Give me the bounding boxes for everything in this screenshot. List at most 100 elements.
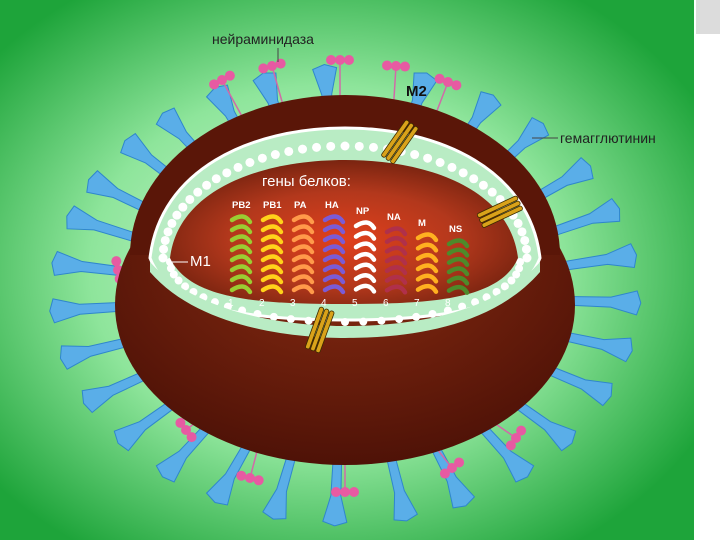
lipid-bead xyxy=(286,315,295,324)
m2-channel xyxy=(476,195,523,228)
lipid-bead xyxy=(368,142,378,152)
m2-channel xyxy=(305,306,335,354)
lipid-bead xyxy=(492,288,501,296)
neuraminidase-head xyxy=(111,256,122,267)
m2-channel xyxy=(381,119,419,164)
lipid-bead xyxy=(512,270,521,279)
lipid-bead xyxy=(471,298,480,307)
lipid-bead xyxy=(522,253,532,263)
m1-matrix-strip xyxy=(150,262,540,338)
right-margin xyxy=(694,0,720,540)
gene-number: 6 xyxy=(383,298,389,309)
gene-segment-m xyxy=(415,232,439,294)
neuraminidase-head xyxy=(443,77,453,87)
lipid-bead xyxy=(178,202,188,212)
gene-segment-ha xyxy=(322,214,346,295)
neuraminidase-head xyxy=(516,425,527,436)
gene-segment-pa xyxy=(291,214,315,295)
lipid-bead xyxy=(181,282,190,291)
gene-segment-pb1 xyxy=(260,214,284,295)
gene-label: NA xyxy=(387,212,401,223)
gene-number: 2 xyxy=(259,298,265,309)
lipid-bead xyxy=(269,312,278,321)
lipid-bead xyxy=(395,315,404,324)
lipid-bead xyxy=(211,174,221,184)
m2-channel-group xyxy=(305,119,523,354)
lipid-bead xyxy=(253,309,262,318)
protein-genes-label: гены белков: xyxy=(262,173,351,190)
gene-segment-na xyxy=(384,226,408,295)
lipid-bead xyxy=(354,141,364,151)
gene-label: HA xyxy=(325,200,339,211)
lipid-bead xyxy=(326,141,336,151)
neuraminidase-head xyxy=(391,61,401,71)
gene-label: PB2 xyxy=(232,200,250,211)
gene-segment-ns xyxy=(446,238,470,295)
neuraminidase-head xyxy=(236,470,247,481)
gene-number: 3 xyxy=(290,298,296,309)
lipid-bead xyxy=(298,144,308,154)
gene-label: M xyxy=(418,218,426,229)
hemagglutinin-label: гемагглютинин xyxy=(560,130,656,146)
gene-label: NS xyxy=(449,224,462,235)
lipid-bead xyxy=(193,187,203,197)
neuraminidase-head xyxy=(258,63,269,74)
lipid-bead xyxy=(447,162,457,172)
lipid-bead xyxy=(284,146,294,156)
lipid-bead xyxy=(482,293,491,302)
lipid-bead xyxy=(163,227,173,237)
lipid-bead xyxy=(412,312,421,321)
lipid-bead xyxy=(377,316,386,325)
neuraminidase-head xyxy=(275,58,286,69)
gene-number: 4 xyxy=(321,298,327,309)
neuraminidase-head xyxy=(175,417,186,428)
neuraminidase-head xyxy=(382,60,393,71)
lipid-bead xyxy=(443,306,452,315)
lipid-bead xyxy=(202,180,212,190)
neuraminidase-head xyxy=(217,75,227,85)
lipid-bead xyxy=(166,264,175,273)
lipid-bead xyxy=(159,244,169,254)
lipid-bead xyxy=(428,309,437,318)
lipid-bead xyxy=(158,253,168,263)
gene-segment-np xyxy=(353,220,377,294)
gene-number: 7 xyxy=(414,298,420,309)
lipid-bead xyxy=(521,244,531,254)
lipid-bead xyxy=(340,141,350,151)
lipid-bead xyxy=(478,180,488,190)
neuraminidase-head xyxy=(447,463,457,473)
gene-segment-pb2 xyxy=(229,214,253,295)
neuraminidase-head xyxy=(451,80,462,91)
neuraminidase-head xyxy=(454,457,465,468)
lipid-bead xyxy=(185,194,195,204)
lipid-bead xyxy=(169,270,178,279)
lipid-bead xyxy=(257,153,267,163)
lipid-bead xyxy=(341,318,349,326)
lipid-bead xyxy=(238,306,247,315)
gene-number: 5 xyxy=(352,298,358,309)
lipid-bead xyxy=(520,235,530,245)
gene-label: PB1 xyxy=(263,200,282,211)
neuraminidase-head xyxy=(335,55,345,65)
neuraminidase-head xyxy=(181,425,191,435)
neuraminidase-head xyxy=(267,61,277,71)
neuraminidase-head xyxy=(340,487,350,497)
neuraminidase-head xyxy=(434,73,445,84)
lipid-bead xyxy=(312,142,322,152)
m1-label: M1 xyxy=(190,253,211,270)
lipid-bead xyxy=(270,150,280,160)
neuraminidase-head xyxy=(326,55,336,65)
neuraminidase-head xyxy=(399,61,410,72)
lipid-bead xyxy=(515,264,524,273)
lipid-bead xyxy=(167,218,177,228)
lipid-bead xyxy=(458,168,468,178)
neuraminidase-head xyxy=(439,468,450,479)
m2-label: M2 xyxy=(406,83,427,100)
lipid-bead xyxy=(245,158,255,168)
lipid-bead xyxy=(222,168,232,178)
lipid-bead xyxy=(487,187,497,197)
neuraminidase-head xyxy=(331,487,341,497)
lipid-bead xyxy=(359,317,368,326)
neuraminidase-head xyxy=(344,55,354,65)
